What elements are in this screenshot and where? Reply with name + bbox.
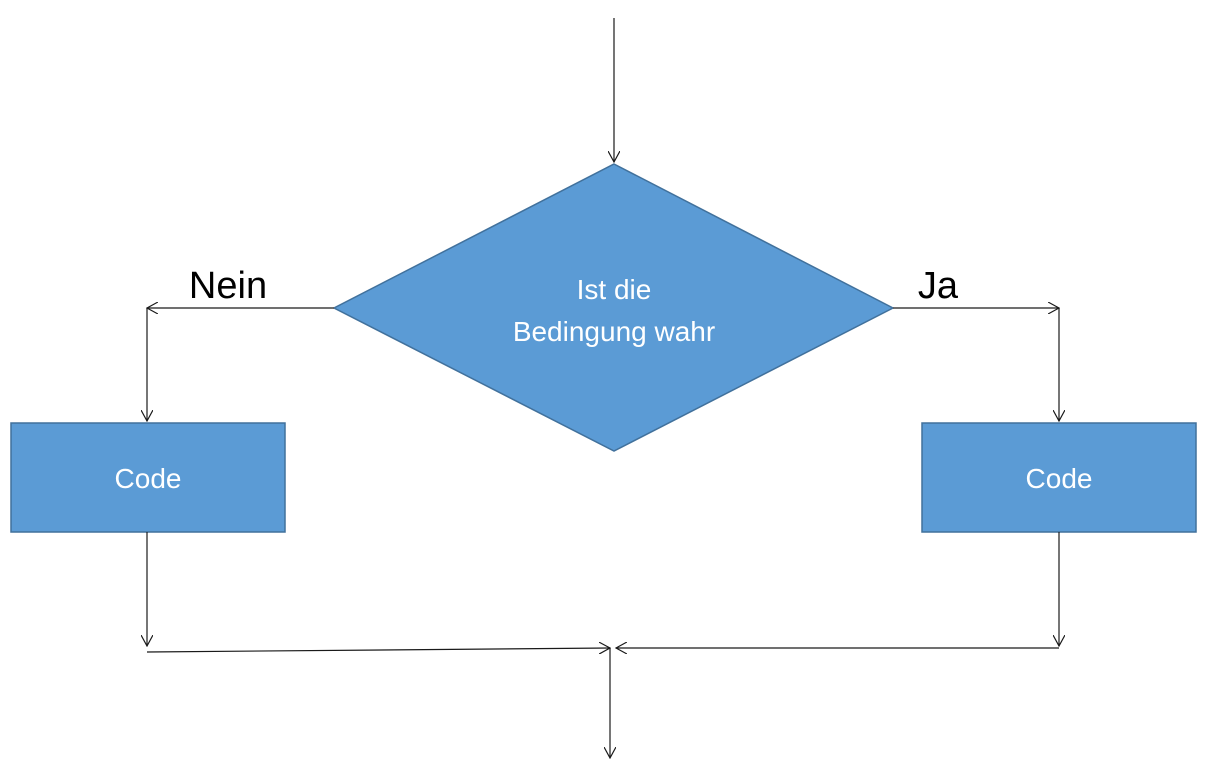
code-box-left-label: Code: [115, 463, 182, 494]
decision-text-line1: Ist die: [577, 274, 652, 305]
merge-arrow-left: [146, 648, 610, 652]
decision-diamond: [332, 163, 895, 452]
decision-text-line2: Bedingung wahr: [513, 316, 715, 347]
branch-label-yes: Ja: [918, 265, 959, 307]
code-box-left: [10, 422, 286, 533]
code-box-right-label: Code: [1026, 463, 1093, 494]
branch-label-no: Nein: [189, 265, 267, 307]
